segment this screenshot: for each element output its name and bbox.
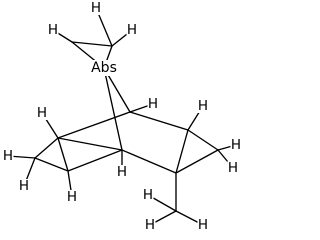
- bond-ul-cpl: [34, 137, 59, 159]
- atom-label-hm: H: [117, 164, 127, 180]
- label-background-hll: [66, 190, 78, 204]
- atom-label-hur: H: [198, 98, 208, 114]
- atom-label-abs: Abs: [91, 60, 117, 76]
- label-background-hul: [36, 106, 48, 120]
- atom-label-hcpl2: H: [19, 178, 29, 194]
- atom-label-hme1: H: [143, 187, 153, 203]
- atom-label-hcp2b: H: [127, 22, 137, 38]
- atom-label-hcpr2: H: [228, 160, 238, 176]
- bond-mr-ur: [175, 129, 189, 174]
- atom-label-hul: H: [37, 105, 47, 121]
- atom-label-hcp2a: H: [91, 0, 101, 16]
- atom-label-hll: H: [67, 189, 77, 205]
- label-background-hcpl1: [2, 149, 14, 163]
- label-background-hcp1: [47, 23, 59, 37]
- label-background-hme3: [197, 218, 209, 232]
- label-background-hcpr1: [230, 138, 242, 152]
- label-background-hur: [197, 99, 209, 113]
- label-background-ht1: [147, 97, 159, 111]
- label-background-hcp2b: [126, 23, 138, 37]
- label-background-hme2: [144, 218, 156, 232]
- atom-label-ht1: H: [148, 96, 158, 112]
- bond-cp1-cp2: [71, 41, 113, 47]
- bond-ur-cpr: [187, 129, 219, 151]
- label-background-hcpr2: [227, 161, 239, 175]
- bond-ul-m: [57, 137, 123, 151]
- atom-label-hcpl1: H: [3, 148, 13, 164]
- bond-abs-m: [103, 67, 123, 151]
- bond-m-mr: [121, 149, 177, 174]
- label-background-hm: [116, 165, 128, 179]
- bond-ll-cpl: [34, 157, 69, 172]
- label-background-abs: [87, 60, 121, 76]
- label-background-hcpl2: [18, 179, 30, 193]
- label-background-hme1: [142, 188, 154, 202]
- atom-label-hme2: H: [145, 217, 155, 233]
- atom-label-hcp1: H: [48, 22, 58, 38]
- bond-mr-cpr: [175, 149, 219, 174]
- atom-label-hcpr1: H: [231, 137, 241, 153]
- atom-label-hme3: H: [198, 217, 208, 233]
- bond-t1-ul: [57, 111, 131, 139]
- bond-m-ll: [67, 149, 123, 172]
- bond-ul-ll: [57, 137, 69, 172]
- bond-t1-ur: [129, 111, 189, 131]
- label-background-hcp2a: [90, 1, 102, 15]
